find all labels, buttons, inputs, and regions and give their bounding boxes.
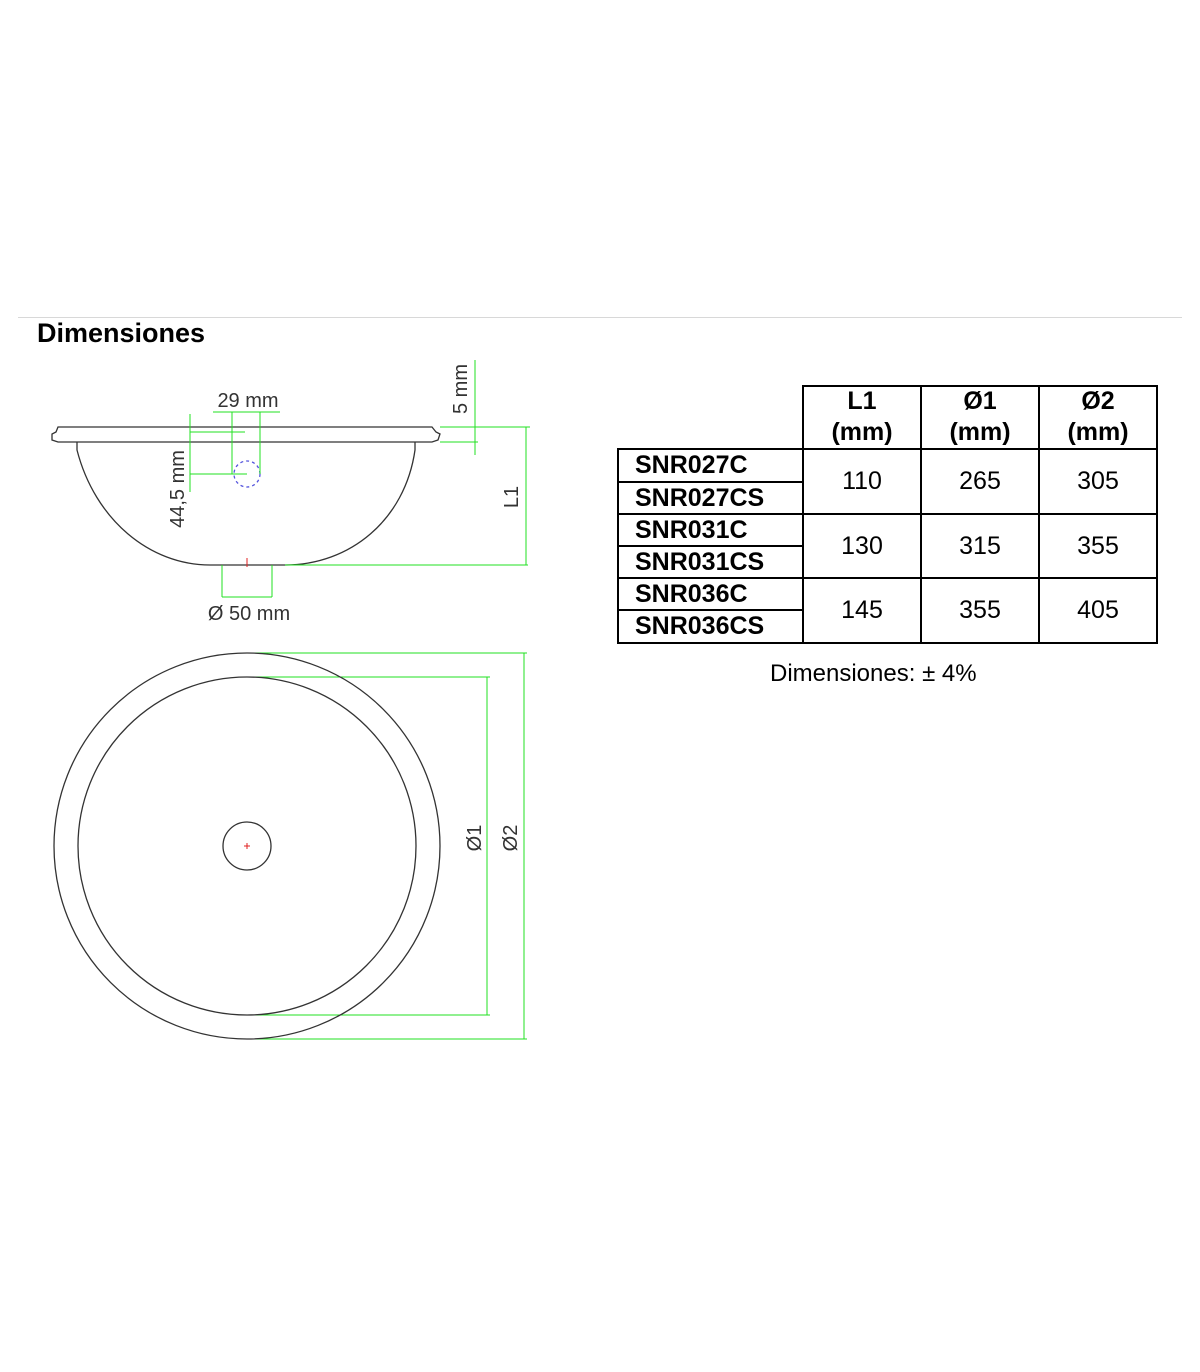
header-l1: L1 (mm): [803, 385, 921, 449]
section-title: Dimensiones: [37, 318, 206, 348]
table-border: [617, 642, 1158, 644]
outer-rim-circle: [53, 652, 441, 1040]
model-cell: SNR031CS: [635, 547, 765, 576]
table-border: [617, 481, 803, 483]
header-name: L1: [847, 387, 877, 415]
d2-value: 305: [1077, 467, 1119, 495]
table-border: [617, 448, 619, 644]
l1-value: 145: [841, 596, 883, 624]
header-name: Ø1: [963, 387, 997, 415]
table-border: [802, 385, 804, 644]
header-name: Ø2: [1081, 387, 1115, 415]
model-cell: SNR031C: [635, 515, 748, 544]
hole-spacing-label: 29 mm: [217, 390, 278, 412]
tolerance-note: Dimensiones: ± 4%: [770, 660, 977, 687]
l1-value: 110: [842, 467, 882, 495]
table-border: [617, 577, 1158, 579]
d1-value: 265: [959, 467, 1001, 495]
rim-thickness-label: 5 mm: [450, 364, 472, 414]
depth-label: L1: [501, 486, 523, 508]
table-border: [920, 385, 922, 644]
section-divider: [18, 317, 1182, 318]
outer-diameter-label: Ø2: [500, 825, 522, 852]
model-cell: SNR027CS: [635, 483, 765, 512]
sink-rim: [51, 426, 441, 443]
d2-value: 355: [1077, 531, 1119, 560]
table-border: [617, 448, 1158, 450]
table-border: [617, 545, 803, 547]
header-d2: Ø2 (mm): [1039, 385, 1157, 449]
hole-depth-label: 44,5 mm: [167, 450, 189, 528]
table-border: [802, 385, 1158, 387]
header-unit: (mm): [1067, 418, 1129, 446]
d1-value: 355: [959, 596, 1001, 624]
top-view: [53, 652, 441, 1040]
drain-center-mark: [244, 843, 250, 849]
sink-bowl: [76, 442, 416, 566]
d2-value: 405: [1077, 596, 1119, 624]
table-border: [617, 513, 1158, 515]
drain-circle: [222, 821, 272, 871]
model-cell: SNR036CS: [635, 612, 765, 640]
header-unit: (mm): [831, 418, 893, 446]
table-border: [617, 609, 803, 611]
dimension-lines: [189, 360, 530, 1040]
inner-diameter-label: Ø1: [464, 825, 486, 852]
header-d1: Ø1 (mm): [921, 385, 1039, 449]
model-cell: SNR036C: [635, 579, 748, 608]
header-unit: (mm): [949, 418, 1011, 446]
table-border: [1156, 385, 1158, 644]
drain-diameter-label: Ø 50 mm: [208, 603, 290, 625]
d1-value: 315: [959, 531, 1001, 560]
inner-bowl-circle: [77, 676, 417, 1016]
table-border: [1038, 385, 1040, 644]
sink-dimension-drawing: 29 mm 5 mm 44,5 mm L1 Ø 50 mm Ø1 Ø2: [51, 360, 530, 1040]
model-cell: SNR027C: [635, 451, 748, 479]
side-view: [51, 426, 441, 566]
l1-value: 130: [841, 531, 883, 560]
